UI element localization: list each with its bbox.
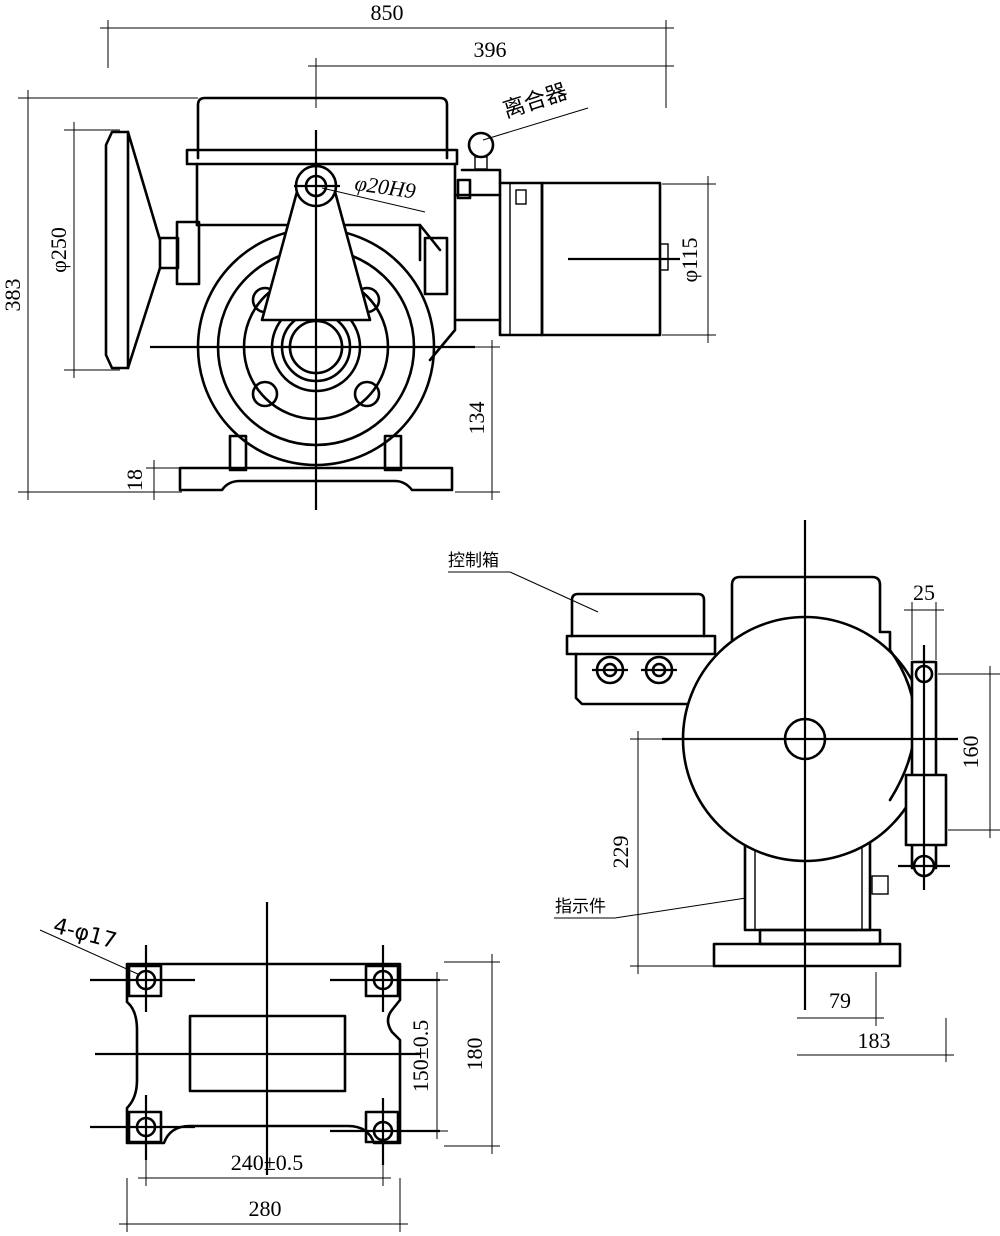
label-holes: 4-φ17 xyxy=(50,914,119,955)
cover-flange xyxy=(185,148,459,166)
dim-offset-large: 183 xyxy=(858,1028,891,1053)
side-view: 控制箱 25 160 229 指示件 79 183 xyxy=(448,520,1000,1062)
dim-base-depth: 180 xyxy=(462,1038,487,1071)
dim-motor-dia: φ115 xyxy=(677,238,702,283)
motor-housing xyxy=(730,575,892,652)
control-box-body xyxy=(574,652,692,706)
housing-body xyxy=(195,162,457,362)
dim-base-length: 280 xyxy=(249,1196,282,1221)
bolt-hole xyxy=(353,380,381,408)
clutch-knob xyxy=(467,131,495,159)
dim-side-axis-height: 229 xyxy=(608,836,633,869)
label-control-box: 控制箱 xyxy=(448,551,499,571)
handwheel-spokes xyxy=(126,130,162,370)
dim-handwheel-dia: φ250 xyxy=(46,227,71,273)
motor-terminal xyxy=(515,189,527,205)
clutch-latch xyxy=(456,178,472,200)
dim-base-thickness: 18 xyxy=(122,469,147,491)
dim-arm-length: 160 xyxy=(958,736,983,769)
crank-arm-lower xyxy=(904,773,948,847)
base-view: 4-φ17 150±0.5 180 240±0.5 280 xyxy=(39,902,500,1232)
lower-housing-inner xyxy=(754,840,863,930)
base-plate xyxy=(178,466,454,492)
dim-overall-width: 850 xyxy=(371,0,404,25)
base-leg xyxy=(228,434,248,472)
side-base-pad xyxy=(758,928,882,946)
dim-offset-small: 79 xyxy=(829,988,851,1013)
base-leg xyxy=(383,434,403,472)
dim-overall-height: 383 xyxy=(0,279,25,312)
motor-endcap xyxy=(659,243,669,271)
front-view: 850 396 383 φ250 φ20H9 φ115 134 18 xyxy=(0,0,716,510)
side-base-plate xyxy=(712,942,902,968)
dim-hole-spacing-y: 150±0.5 xyxy=(408,1020,433,1093)
control-box-flange xyxy=(565,634,717,656)
label-indicator: 指示件 xyxy=(555,897,606,917)
handwheel-boss xyxy=(158,236,180,270)
dim-arm-width: 25 xyxy=(913,580,935,605)
motor-coupling xyxy=(453,193,502,322)
handwheel-hub xyxy=(175,220,201,286)
dim-motor-extent: 396 xyxy=(474,37,507,62)
dim-axis-height: 134 xyxy=(464,402,489,435)
motor-flange xyxy=(498,181,544,337)
bolt-hole xyxy=(251,380,279,408)
top-cover xyxy=(196,96,449,160)
dim-hole-spacing-x: 240±0.5 xyxy=(231,1150,304,1175)
side-boss xyxy=(423,236,449,296)
label-clutch: 离合器 xyxy=(500,80,571,124)
dim-crank-hole: φ20H9 xyxy=(353,170,417,203)
indicator-boss xyxy=(871,875,889,895)
clutch-bracket xyxy=(460,168,502,185)
control-box-cover xyxy=(570,592,706,638)
clutch-stem xyxy=(474,156,488,170)
handwheel-rim xyxy=(104,130,130,370)
